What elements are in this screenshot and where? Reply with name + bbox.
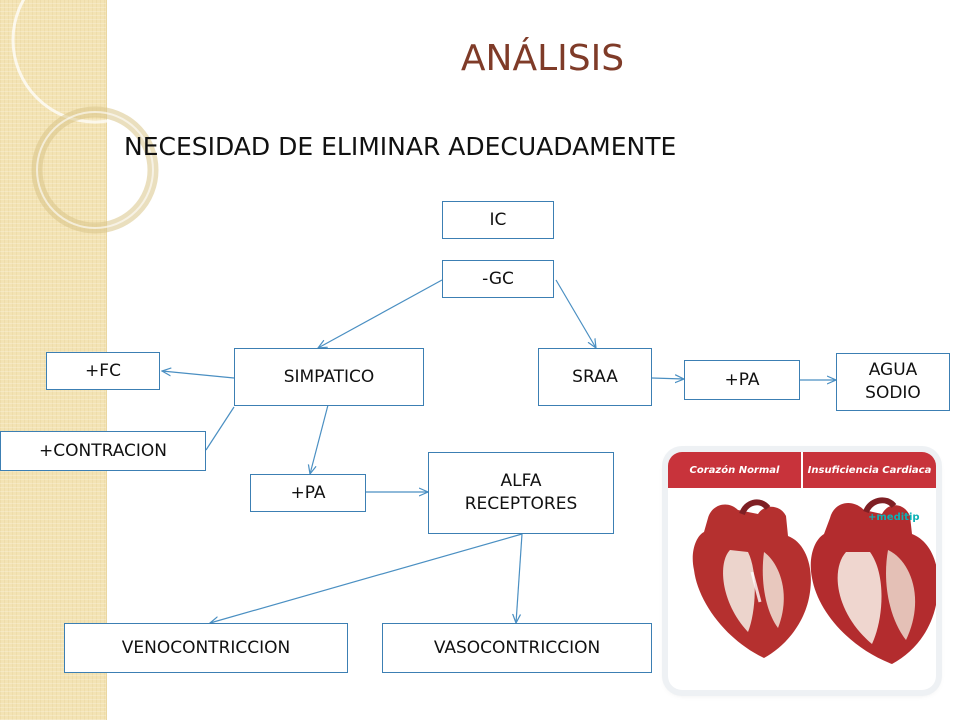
node-fc: +FC — [46, 352, 160, 390]
edge-gc-sraa — [555, 279, 596, 348]
node-gc: -GC — [442, 260, 554, 298]
node-ic: IC — [442, 201, 554, 239]
node-pa-right: +PA — [684, 360, 800, 400]
image-label-normal: Corazón Normal — [668, 452, 801, 488]
node-vasocontriccion: VASOCONTRICCION — [382, 623, 652, 673]
node-venocontriccion: VENOCONTRICCION — [64, 623, 348, 673]
edge-gc-simpatico — [318, 279, 443, 348]
edge-simpatico-contracion — [205, 406, 235, 451]
slide-subtitle: NECESIDAD DE ELIMINAR ADECUADAMENTE — [124, 132, 677, 161]
node-contracion: +CONTRACION — [0, 431, 206, 471]
node-simpatico: SIMPATICO — [234, 348, 424, 406]
normal-heart-icon — [692, 499, 811, 658]
image-label-failure: Insuficiencia Cardiaca — [801, 452, 936, 488]
meditip-logo: +meditip — [868, 512, 920, 523]
slide-title: ANÁLISIS — [460, 38, 625, 79]
node-pa-left: +PA — [250, 474, 366, 512]
heart-illustration — [692, 497, 936, 664]
edge-simpatico-pa — [310, 404, 329, 474]
node-sraa: SRAA — [538, 348, 652, 406]
enlarged-heart-icon — [810, 497, 936, 664]
image-header: Corazón Normal Insuficiencia Cardiaca — [668, 452, 936, 488]
edge-simpatico-fc — [162, 371, 235, 379]
heart-comparison-image: Corazón Normal Insuficiencia Cardiaca +m… — [668, 452, 936, 690]
decorative-circles — [11, 0, 179, 234]
node-alfa-receptores: ALFA RECEPTORES — [428, 452, 614, 534]
edge-alfa-veno — [210, 533, 523, 623]
node-agua-sodio: AGUA SODIO — [836, 353, 950, 411]
edge-alfa-vaso — [516, 533, 523, 623]
edge-sraa-pa — [651, 378, 684, 379]
